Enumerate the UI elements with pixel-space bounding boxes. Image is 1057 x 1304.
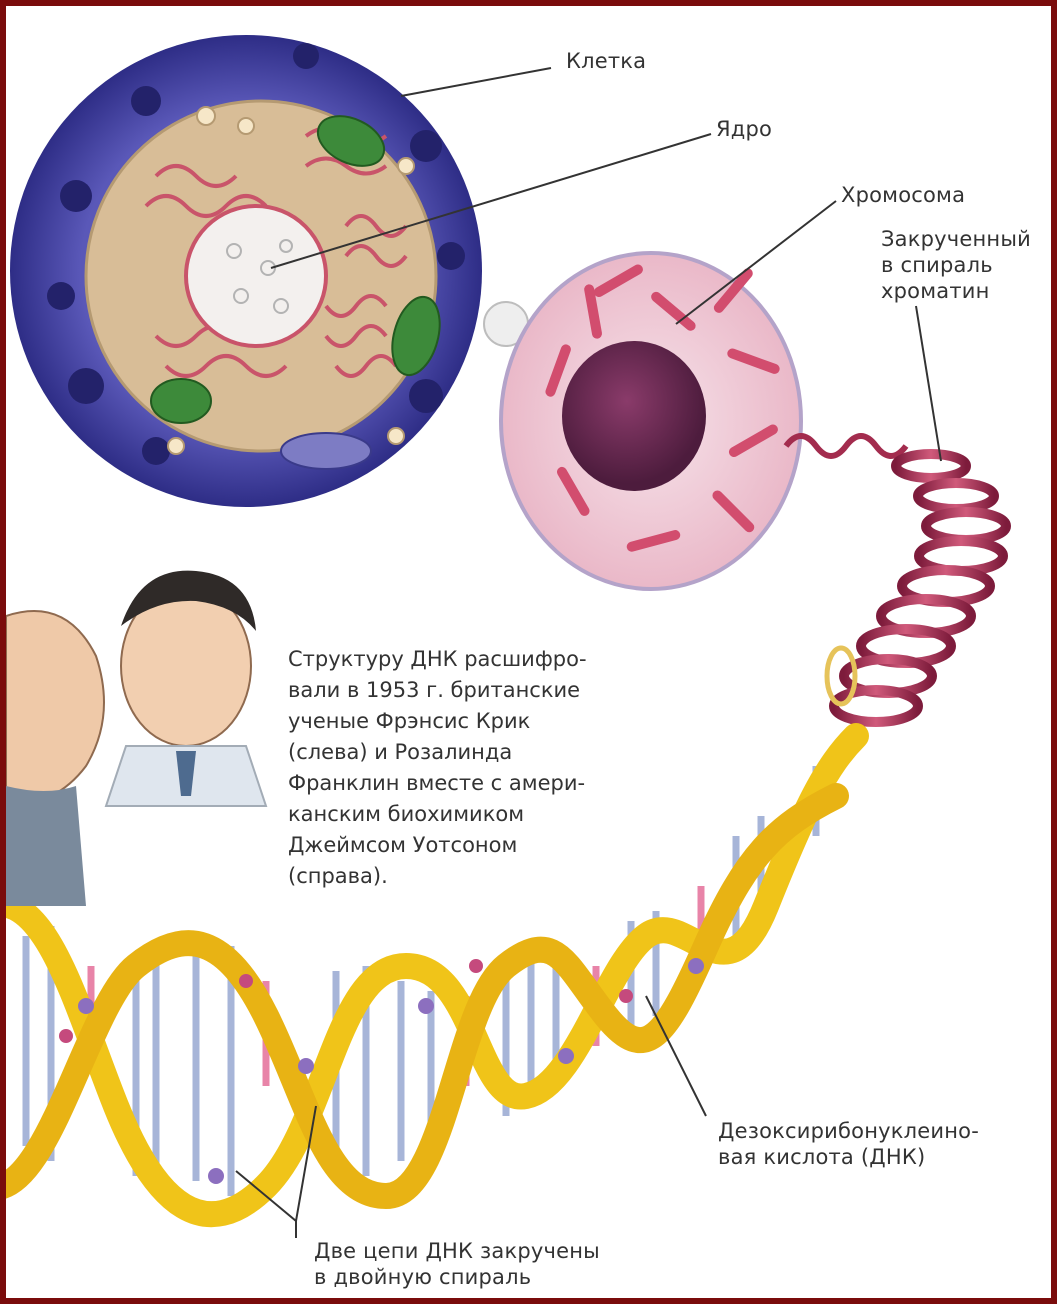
leader-chromatin (916, 306, 941, 461)
nucleus-closeup (484, 253, 801, 589)
cell (10, 35, 482, 507)
leader-cell (401, 68, 551, 96)
portrait-crick (6, 611, 104, 906)
label-nucleus: Ядро (716, 116, 772, 142)
nucleus (186, 206, 326, 346)
label-chromatin: Закрученный в спираль хроматин (881, 226, 1031, 304)
diagram-canvas: Клетка Ядро Хромосома Закрученный в спир… (6, 6, 1051, 1298)
label-cell: Клетка (566, 48, 646, 74)
label-strands: Две цепи ДНК закручены в двойную спираль (314, 1238, 600, 1290)
nucleolus (562, 341, 706, 491)
label-dna: Дезоксирибонуклеино- вая кислота (ДНК) (718, 1118, 979, 1170)
vacuole (281, 433, 371, 469)
chromatin-coil (786, 436, 1006, 722)
coil-rings (834, 454, 1006, 722)
scientists-portrait (6, 571, 266, 906)
caption-discovery: Структуру ДНК расшифро- вали в 1953 г. б… (288, 644, 587, 892)
portrait-watson (106, 571, 266, 806)
label-chromosome: Хромосома (841, 182, 965, 208)
